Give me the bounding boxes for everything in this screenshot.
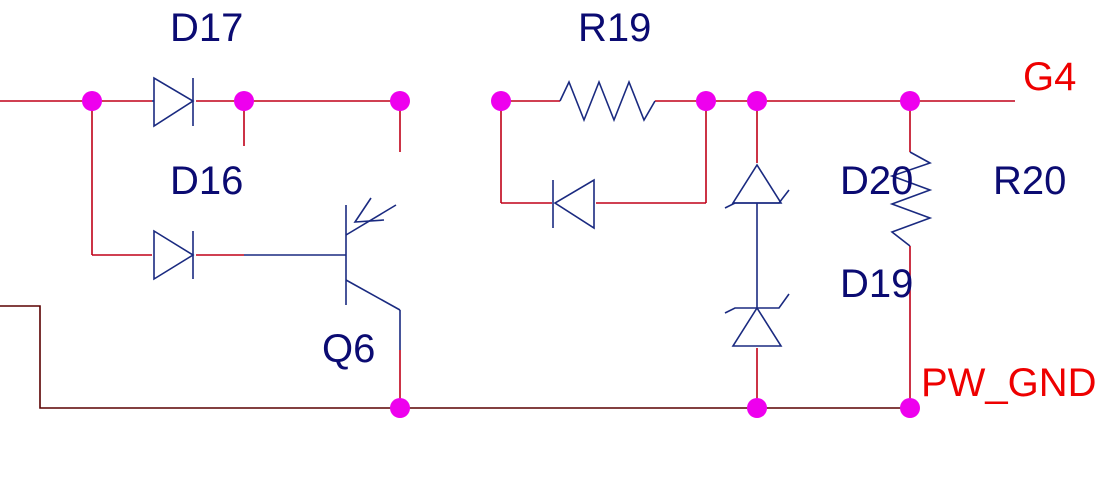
transistor-q6-collector-leg <box>345 279 401 311</box>
label-d20: D20 <box>840 159 913 203</box>
label-r19: R19 <box>578 6 651 50</box>
transistor-q6 <box>345 197 401 350</box>
resistor-r19 <box>559 79 656 123</box>
resistor-r20-zigzag <box>889 151 933 247</box>
wires <box>0 100 1015 409</box>
diode-d17-body <box>153 76 195 128</box>
diode-d16-body <box>153 229 195 281</box>
junction-dot <box>82 91 102 111</box>
zener-d20 <box>724 163 790 209</box>
resistor-r20 <box>889 151 933 247</box>
label-r20: R20 <box>993 159 1066 203</box>
label-d16: D16 <box>170 159 243 203</box>
junction-dot <box>900 91 920 111</box>
transistor-q6-arrow <box>353 197 385 223</box>
zener-d19 <box>724 293 790 347</box>
junction-dot <box>390 91 410 111</box>
junction-dot <box>234 91 254 111</box>
diode-bypass-body <box>553 178 595 230</box>
resistor-r19-zigzag <box>559 79 656 123</box>
diode-d17 <box>152 76 195 128</box>
junction-dot <box>390 398 410 418</box>
junction-dot <box>900 398 920 418</box>
diode-bypass <box>552 178 595 230</box>
wire-ground-rail <box>0 305 910 409</box>
zener-d19-bar <box>724 293 790 314</box>
label-q6: Q6 <box>322 327 375 371</box>
net-label-pw-gnd: PW_GND <box>921 361 1097 405</box>
zener-d20-body <box>731 163 783 204</box>
net-label-g4: G4 <box>1023 55 1076 99</box>
diode-d16 <box>153 229 195 281</box>
zener-d20-bar <box>724 189 790 209</box>
label-d19: D19 <box>840 262 913 306</box>
junction-dot <box>747 91 767 111</box>
labels: D17 D16 R19 D20 R20 D19 Q6 G4 PW_GND <box>170 6 1097 405</box>
junctions <box>82 91 920 418</box>
junction-dot <box>491 91 511 111</box>
junction-dot <box>747 398 767 418</box>
transistor-q6-emitter-leg <box>345 204 397 236</box>
junction-dot <box>696 91 716 111</box>
label-d17: D17 <box>170 6 243 50</box>
zener-d19-body <box>731 306 783 347</box>
